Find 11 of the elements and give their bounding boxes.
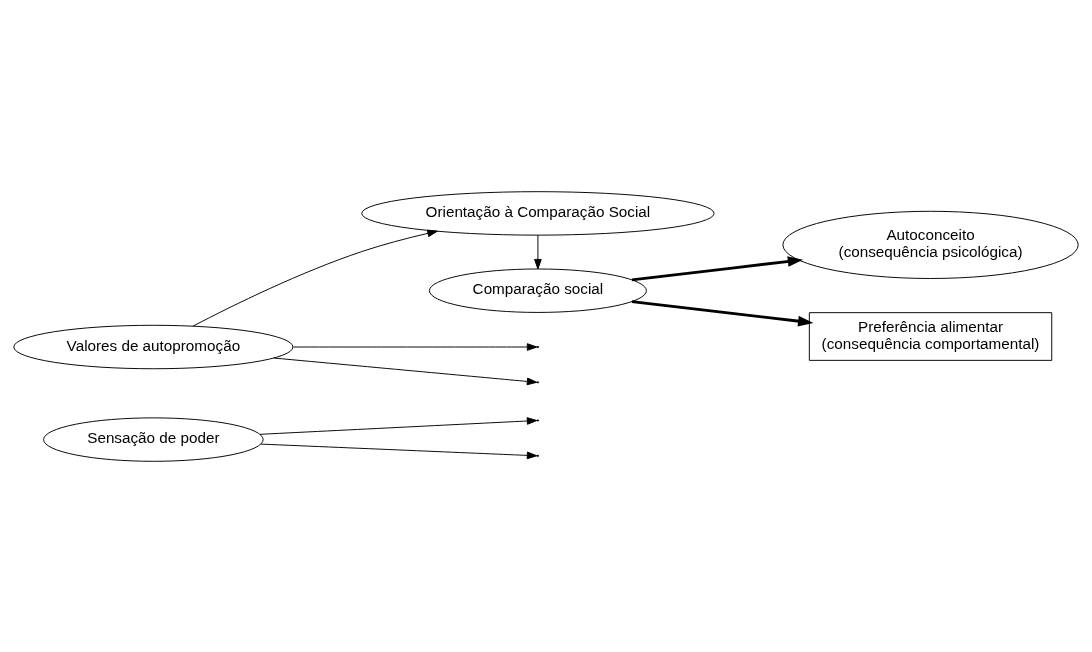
arrow (192, 229, 438, 327)
arrow (292, 342, 538, 351)
arrow (534, 234, 542, 269)
arrow (631, 255, 804, 281)
node-box: Preferência alimentar (consequência comportamental) (808, 311, 1053, 361)
arrow (631, 299, 814, 326)
node-ellipse: Autoconceito (consequência psicológica) (782, 210, 1079, 279)
node-ellipse: Sensação de poder (43, 416, 264, 462)
node-ellipse: Valores de autopromoção (13, 324, 294, 369)
arrow (259, 416, 538, 435)
node-ellipse: Comparação social (428, 268, 647, 313)
